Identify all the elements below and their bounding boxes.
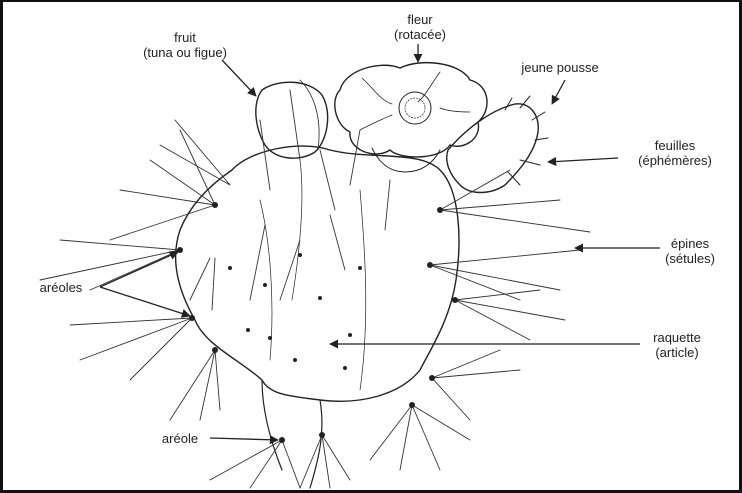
label-jeune-pousse: jeune pousse <box>500 60 620 75</box>
label-areoles: aréoles <box>26 280 96 295</box>
label-feuilles-line2: (éphémères) <box>615 153 735 168</box>
label-epines: épines (sétules) <box>645 236 735 266</box>
label-raquette: raquette (article) <box>632 330 722 360</box>
label-jeune-pousse-line1: jeune pousse <box>500 60 620 75</box>
areole-dot <box>427 262 433 268</box>
label-feuilles: feuilles (éphémères) <box>615 138 735 168</box>
label-areoles-line1: aréoles <box>26 280 96 295</box>
label-raquette-line1: raquette <box>632 330 722 345</box>
label-epines-line2: (sétules) <box>645 251 735 266</box>
label-fleur: fleur (rotacée) <box>360 12 480 42</box>
areole-dot <box>409 402 415 408</box>
arrow-areoles-2 <box>100 287 190 316</box>
areole-dot <box>212 202 218 208</box>
label-raquette-line2: (article) <box>632 345 722 360</box>
label-fruit-line2: (tuna ou figue) <box>110 45 260 60</box>
areole-dot <box>429 375 435 381</box>
label-fleur-line2: (rotacée) <box>360 27 480 42</box>
label-areole: aréole <box>150 431 210 446</box>
label-areole-line1: aréole <box>150 431 210 446</box>
pad-texture <box>260 160 366 390</box>
young-shoot-outline <box>447 104 539 193</box>
arrow-jeune-pousse <box>552 80 565 104</box>
areole-dot <box>452 297 458 303</box>
pad-outline <box>176 146 459 401</box>
label-feuilles-line1: feuilles <box>615 138 735 153</box>
label-fruit-line1: fruit <box>110 30 260 45</box>
arrow-areole <box>210 438 278 440</box>
areole-dot <box>212 347 218 353</box>
label-fruit: fruit (tuna ou figue) <box>110 30 260 60</box>
arrow-fruit <box>222 60 256 96</box>
label-epines-line1: épines <box>645 236 735 251</box>
arrow-areoles-1 <box>100 252 178 287</box>
flower-center <box>399 92 431 124</box>
areole-dot <box>437 207 443 213</box>
areole-dot <box>319 432 325 438</box>
areole-dot <box>279 437 285 443</box>
label-fleur-line1: fleur <box>360 12 480 27</box>
arrow-feuilles <box>548 158 618 162</box>
